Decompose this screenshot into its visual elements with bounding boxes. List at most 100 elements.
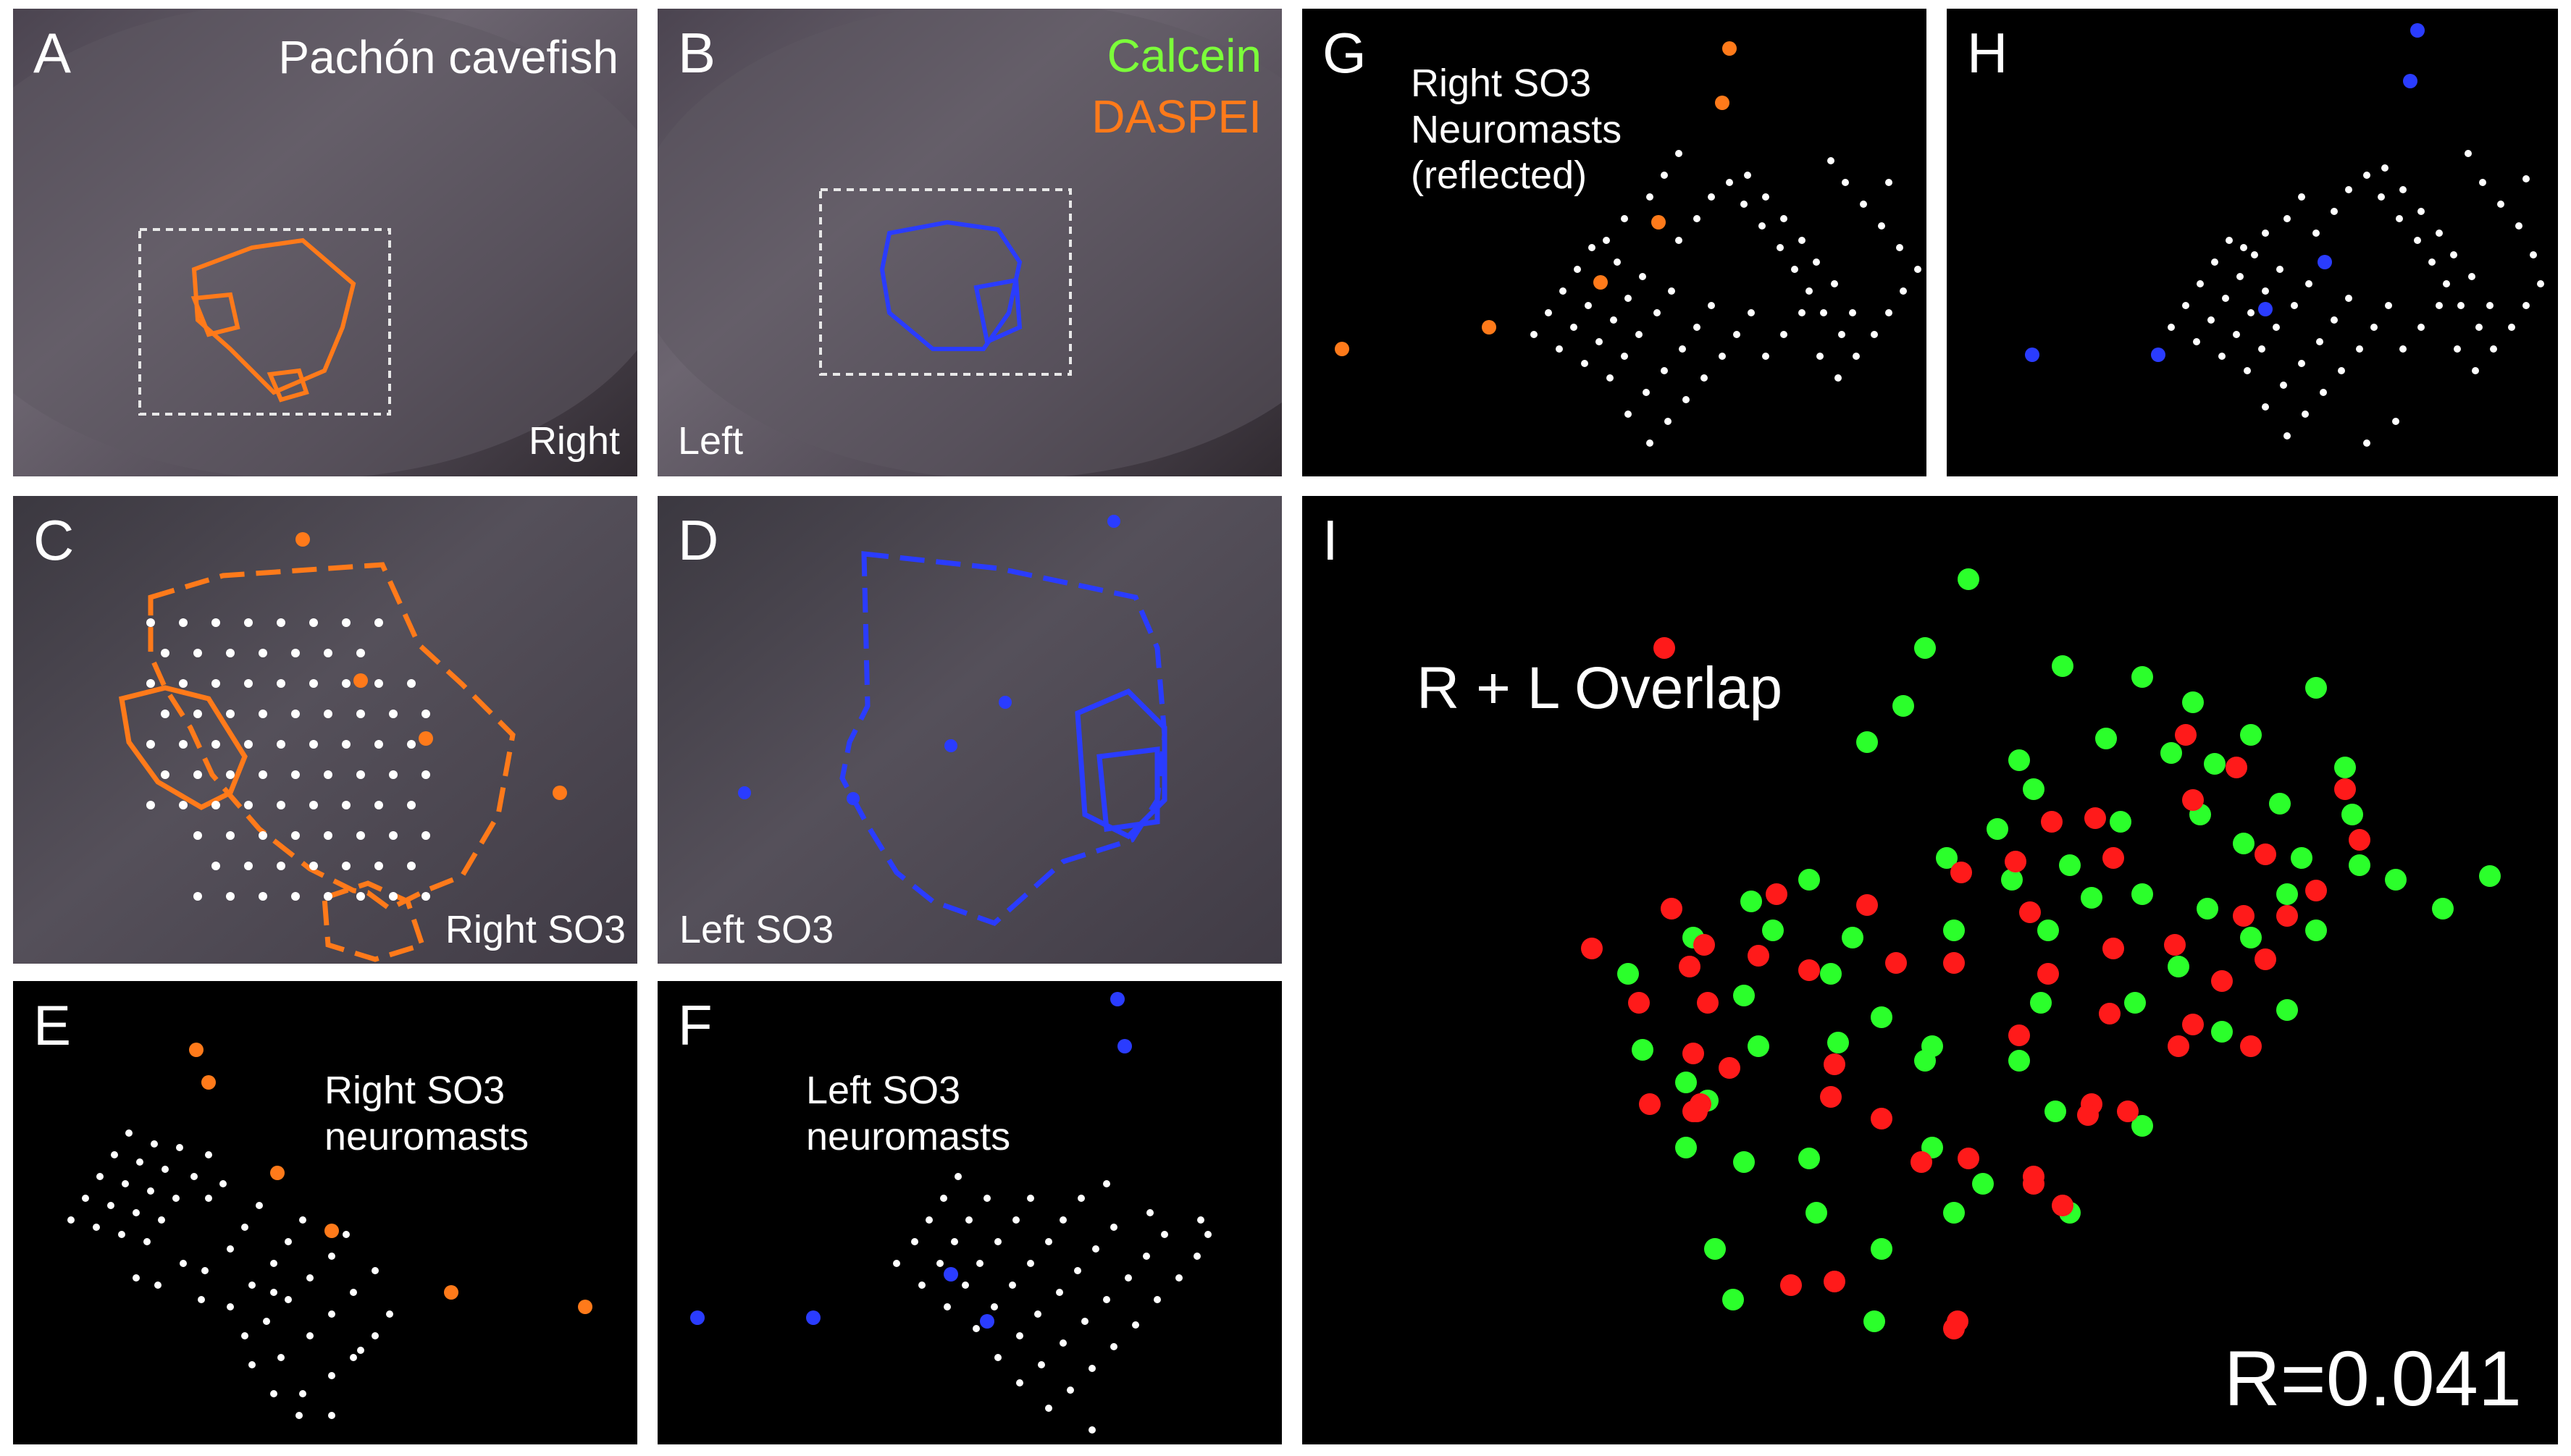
neuromast-dot xyxy=(356,770,365,779)
panel-h-dots xyxy=(2025,23,2544,447)
panel-letter: H xyxy=(1967,21,2008,85)
neuromast-dot xyxy=(277,862,285,870)
panel-letter: I xyxy=(1322,508,1338,572)
neuromast-dot xyxy=(291,710,300,718)
neuromast-dot xyxy=(342,801,351,809)
panel-letter: G xyxy=(1322,21,1367,85)
neuromast-dot xyxy=(309,740,318,749)
neuromast-dot xyxy=(407,740,416,749)
neuromast-dot xyxy=(277,679,285,688)
neuromast-dot xyxy=(259,770,267,779)
neuromast-dot xyxy=(244,740,253,749)
neuromast-dot xyxy=(146,679,155,688)
neuromast-dot xyxy=(356,892,365,901)
neuromast-dot xyxy=(277,618,285,627)
neuromast-dot xyxy=(226,649,235,657)
neuromast-dot xyxy=(407,862,416,870)
neuromast-dot xyxy=(161,710,169,718)
neuromast-dot xyxy=(421,710,430,718)
neuromast-dot xyxy=(291,892,300,901)
neuromast-dot xyxy=(342,862,351,870)
neuromast-dot xyxy=(244,862,253,870)
neuromast-dot xyxy=(211,618,220,627)
neuromast-dot xyxy=(389,710,398,718)
neuromast-dot xyxy=(259,892,267,901)
panel-e-dots xyxy=(67,1043,592,1419)
neuromast-dot xyxy=(374,740,383,749)
neuromast-dot xyxy=(277,801,285,809)
correlation-value: R=0.041 xyxy=(2223,1334,2522,1422)
neuromast-dot xyxy=(161,770,169,779)
so3-label: Right SO3 xyxy=(445,908,626,952)
neuromast-dot xyxy=(211,862,220,870)
neuromast-label: Right SO3 Neuromasts (reflected) xyxy=(1411,62,1622,198)
neuromast-dot xyxy=(291,649,300,657)
neuromast-dot xyxy=(193,649,202,657)
neuromast-dot xyxy=(146,740,155,749)
panel-c-outline xyxy=(119,532,567,962)
neuromast-dot xyxy=(389,831,398,840)
neuromast-dot xyxy=(309,618,318,627)
panel-f: F Left SO3 neuromasts xyxy=(658,981,1282,1444)
neuromast-dot xyxy=(179,679,188,688)
panel-letter: D xyxy=(678,508,719,572)
neuromast-dot xyxy=(211,679,220,688)
neuromast-dot xyxy=(146,618,155,627)
panel-a-outline xyxy=(13,9,637,476)
panel-e: E Right SO3 neuromasts xyxy=(13,981,637,1444)
neuromast-dot xyxy=(342,679,351,688)
neuromast-dot xyxy=(324,649,332,657)
neuromast-dot xyxy=(226,892,235,901)
neuromast-dot xyxy=(259,710,267,718)
calcein-label: Calcein xyxy=(1107,30,1262,82)
overlap-dots xyxy=(1581,568,2501,1339)
neuromast-dot xyxy=(342,618,351,627)
panel-a: A Pachón cavefish Right xyxy=(13,9,637,476)
panel-letter: F xyxy=(678,993,713,1057)
neuromast-dot xyxy=(259,831,267,840)
neuromast-dot xyxy=(374,801,383,809)
neuromast-dot xyxy=(342,740,351,749)
side-label: Left xyxy=(678,419,744,463)
neuromast-dot xyxy=(324,710,332,718)
neuromast-dot xyxy=(324,831,332,840)
neuromast-dot xyxy=(193,770,202,779)
neuromast-dot xyxy=(421,892,430,901)
daspei-label: DASPEI xyxy=(1091,91,1262,143)
neuromast-dot xyxy=(226,770,235,779)
neuromast-dot xyxy=(407,679,416,688)
neuromast-dot xyxy=(179,740,188,749)
neuromast-label: Right SO3 neuromasts xyxy=(324,1069,529,1158)
neuromast-dot xyxy=(389,770,398,779)
neuromast-dot xyxy=(374,679,383,688)
neuromast-dot xyxy=(259,649,267,657)
panel-c: C Right SO3 xyxy=(13,496,637,964)
panel-g: G Right SO3 Neuromasts (reflected) xyxy=(1302,9,1926,476)
panel-i: I R + L Overlap R=0.041 xyxy=(1302,496,2558,1444)
neuromast-dot xyxy=(244,801,253,809)
panel-letter: B xyxy=(678,21,716,85)
panel-h: H xyxy=(1947,9,2558,476)
neuromast-dot xyxy=(291,831,300,840)
neuromast-dot xyxy=(161,649,169,657)
species-title: Pachón cavefish xyxy=(278,31,618,83)
neuromast-dot xyxy=(324,770,332,779)
so3-label: Left SO3 xyxy=(679,908,834,952)
neuromast-dot xyxy=(309,801,318,809)
neuromast-dot xyxy=(179,618,188,627)
neuromast-dot xyxy=(324,892,332,901)
panel-letter: C xyxy=(33,508,75,572)
neuromast-dot xyxy=(374,618,383,627)
neuromast-dot xyxy=(356,710,365,718)
panel-f-dots xyxy=(690,992,1212,1434)
neuromast-dots xyxy=(146,618,430,901)
neuromast-dot xyxy=(356,649,365,657)
panel-b: B Calcein DASPEI Left xyxy=(658,9,1282,476)
neuromast-dot xyxy=(226,831,235,840)
panel-g-dots xyxy=(1335,41,1921,447)
neuromast-dot xyxy=(146,801,155,809)
neuromast-dot xyxy=(211,740,220,749)
neuromast-dot xyxy=(421,770,430,779)
panel-d: D Left SO3 xyxy=(658,496,1282,964)
neuromast-dot xyxy=(193,710,202,718)
